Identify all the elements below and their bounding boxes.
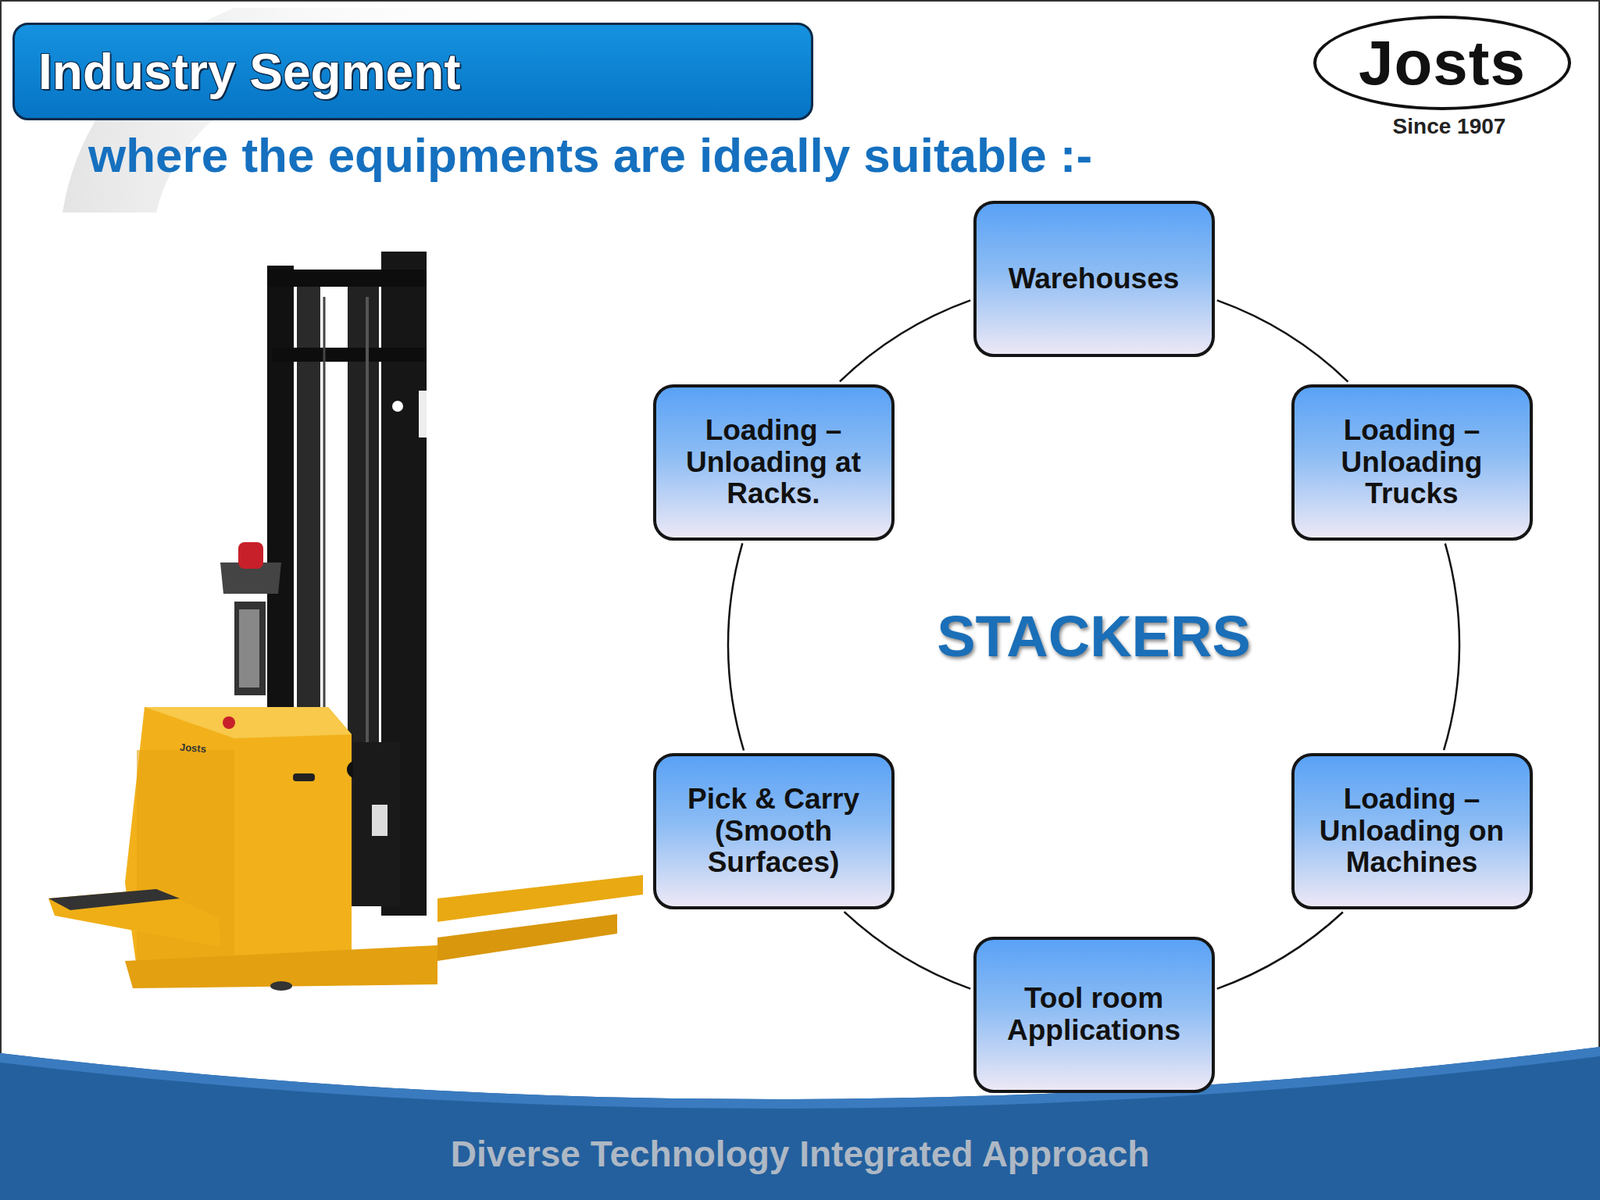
segment-box: Warehouses (973, 200, 1215, 358)
footer-slogan: Diverse Technology Integrated Approach (450, 1132, 1150, 1175)
ring-connector (839, 300, 971, 382)
ring-connector (844, 911, 972, 990)
segment-label: Pick & Carry (Smooth Surfaces) (668, 783, 879, 879)
segment-label: Warehouses (1008, 263, 1180, 296)
segment-box: Loading – Unloading Trucks (1291, 384, 1533, 541)
ring-connector (1443, 543, 1460, 751)
center-label: STACKERS (936, 603, 1251, 670)
logo-oval: Josts (1313, 15, 1572, 111)
subtitle: where the equipments are ideally suitabl… (88, 127, 1093, 183)
ring-connector (1217, 912, 1343, 990)
title-bar: Industry Segment (12, 22, 814, 121)
segment-label: Loading – Unloading Trucks (1307, 414, 1518, 511)
segment-box: Tool room Applications (973, 936, 1215, 1093)
machine-brand: Josts (179, 741, 208, 755)
ring-connector (728, 542, 744, 750)
segment-label: Loading – Unloading on Machines (1307, 783, 1518, 879)
logo-text: Josts (1358, 27, 1526, 100)
segment-label: Tool room Applications (989, 982, 1200, 1047)
logo-tagline: Since 1907 (1392, 114, 1507, 140)
segment-box: Loading – Unloading on Machines (1291, 753, 1533, 910)
segment-box: Pick & Carry (Smooth Surfaces) (653, 753, 895, 910)
title-text: Industry Segment (38, 42, 461, 101)
segment-box: Loading – Unloading at Racks. (653, 384, 895, 541)
ring-connector (1217, 300, 1349, 382)
segment-label: Loading – Unloading at Racks. (668, 414, 879, 511)
